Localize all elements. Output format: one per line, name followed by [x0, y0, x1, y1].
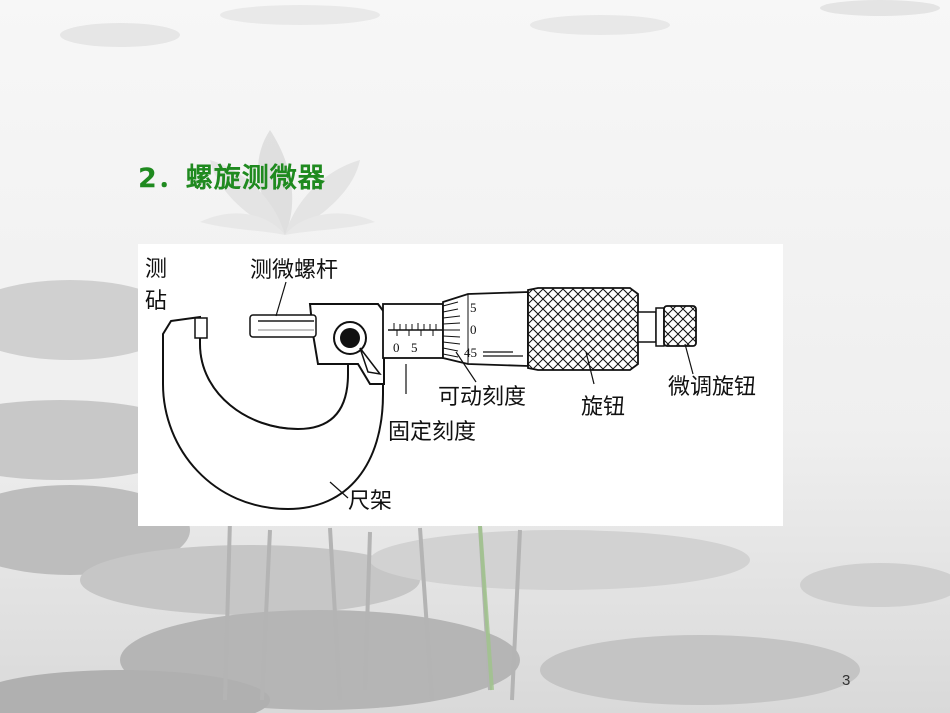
label-sleeve-scale: 固定刻度 [388, 420, 476, 445]
label-spindle: 测微螺杆 [250, 258, 338, 283]
ratchet-knob [527, 287, 639, 371]
thimble: 5 0 45 [442, 291, 529, 367]
thimble-tick-45: 45 [464, 345, 477, 360]
label-fine-knob: 微调旋钮 [668, 375, 756, 400]
label-frame: 尺架 [348, 489, 392, 514]
sleeve-tick-5: 5 [411, 340, 418, 355]
thimble-tick-0: 0 [470, 322, 477, 337]
lotus-stems [223, 519, 522, 701]
page-number: 3 [842, 672, 851, 689]
fine-adjust-knob [637, 305, 697, 347]
label-ratchet-knob: 旋钮 [581, 395, 625, 420]
sleeve-tick-0: 0 [393, 340, 400, 355]
sleeve: 0 5 [382, 303, 444, 359]
thimble-tick-5: 5 [470, 300, 477, 315]
lotus-flower [200, 130, 375, 235]
label-anvil-1: 测 [145, 257, 167, 282]
section-heading: 2．螺旋测微器 [138, 163, 326, 194]
micrometer-diagram: 0 5 5 0 45 [138, 244, 783, 526]
label-anvil-2: 砧 [145, 289, 167, 314]
anvil [194, 317, 208, 339]
leader-lines [275, 281, 694, 499]
label-thimble-scale: 可动刻度 [438, 385, 526, 410]
spindle [249, 314, 317, 338]
lock-knob [333, 321, 382, 376]
